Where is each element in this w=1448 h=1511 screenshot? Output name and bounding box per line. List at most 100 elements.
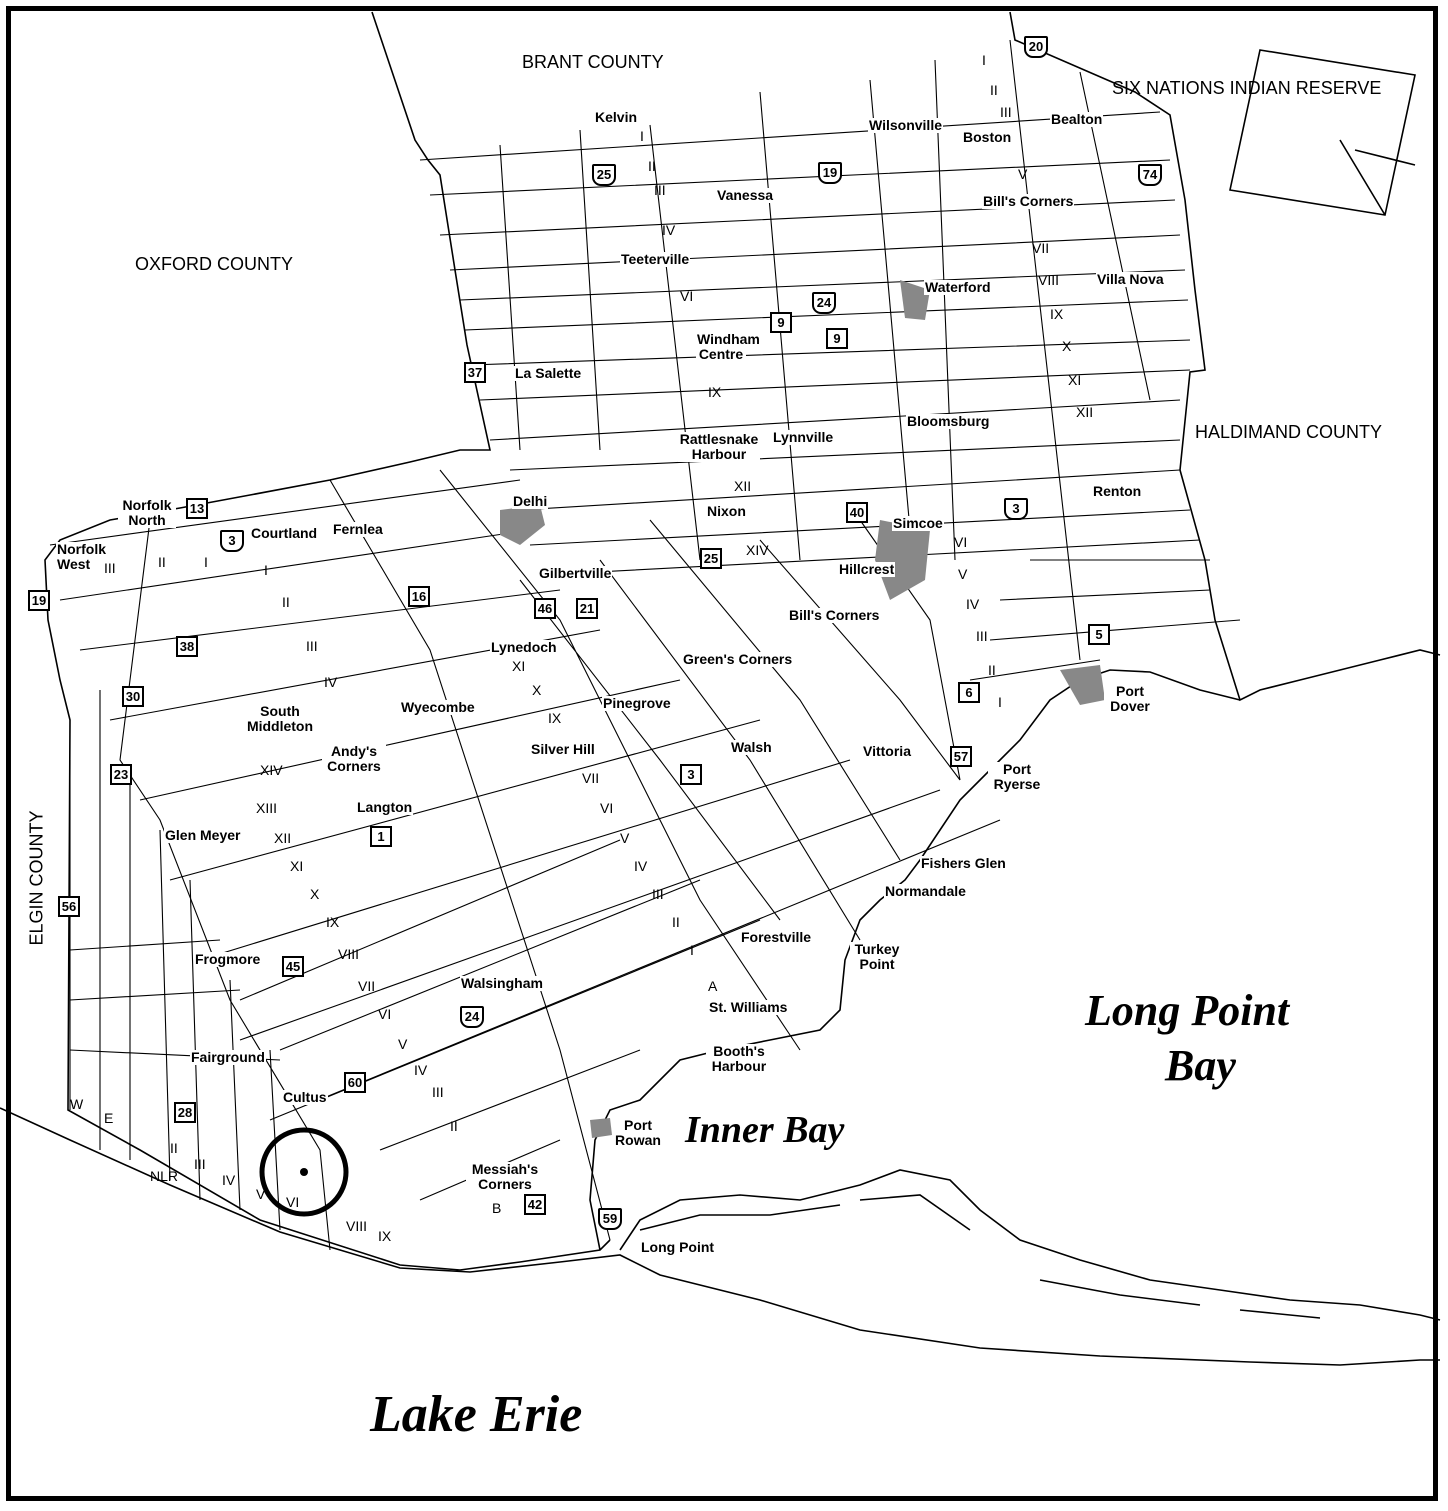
place-fairground: Fairground bbox=[190, 1049, 266, 1065]
highway-shield-6: 6 bbox=[958, 682, 980, 703]
concession-label: II bbox=[990, 82, 998, 98]
highway-shield-24-north: 24 bbox=[812, 292, 836, 314]
place-greens-corners: Green's Corners bbox=[682, 651, 794, 667]
place-waterford: Waterford bbox=[924, 279, 992, 295]
place-renton: Renton bbox=[1092, 483, 1143, 499]
highway-shield-45: 45 bbox=[282, 956, 304, 977]
place-walsingham: Walsingham bbox=[460, 975, 544, 991]
concession-label: B bbox=[492, 1200, 502, 1216]
concession-label: V bbox=[1018, 166, 1028, 182]
long-point-bay-label-line2: Bay bbox=[1165, 1041, 1236, 1090]
place-normandale: Normandale bbox=[884, 883, 967, 899]
concession-label: IV bbox=[662, 222, 676, 238]
highway-shield-3-east: 3 bbox=[1004, 498, 1028, 520]
place-lynedoch: Lynedoch bbox=[490, 639, 558, 655]
place-langton: Langton bbox=[356, 799, 414, 815]
place-fishers-glen: Fishers Glen bbox=[920, 855, 1007, 871]
concession-label: I bbox=[204, 554, 208, 570]
highway-shield-30: 30 bbox=[122, 686, 144, 707]
highway-shield-56: 56 bbox=[58, 896, 80, 917]
concession-label: VII bbox=[582, 770, 600, 786]
place-windham-centre: Windham Centre bbox=[696, 331, 760, 362]
place-port-dover: Port Dover bbox=[1104, 684, 1156, 714]
place-silver-hill: Silver Hill bbox=[530, 741, 596, 757]
concession-label: VII bbox=[1032, 240, 1050, 256]
concession-label: II bbox=[158, 554, 166, 570]
bay-shoreline bbox=[589, 669, 1241, 1251]
place-turkey-point: Turkey Point bbox=[850, 942, 904, 972]
place-kelvin: Kelvin bbox=[594, 109, 639, 125]
highway-shield-5: 5 bbox=[1088, 624, 1110, 645]
place-teeterville: Teeterville bbox=[620, 251, 691, 267]
inner-bay-label: Inner Bay bbox=[685, 1109, 845, 1151]
place-norfolk-north: Norfolk North bbox=[118, 498, 176, 528]
concession-label: XI bbox=[290, 858, 304, 874]
highway-shield-25-north: 25 bbox=[592, 164, 616, 186]
concession-label: IV bbox=[414, 1062, 428, 1078]
place-vanessa: Vanessa bbox=[716, 187, 775, 203]
place-st-williams: St. Williams bbox=[708, 999, 789, 1015]
place-long-point: Long Point bbox=[640, 1239, 716, 1255]
place-bills-corners-south: Bill's Corners bbox=[788, 607, 881, 623]
concession-label: VIII bbox=[1038, 272, 1060, 288]
place-rattlesnake-harbour: Rattlesnake Harbour bbox=[678, 431, 760, 462]
place-vittoria: Vittoria bbox=[862, 743, 912, 759]
place-messiahs-corners: Messiah's Corners bbox=[466, 1162, 544, 1192]
concession-label: III bbox=[432, 1084, 444, 1100]
highway-shield-19-west: 19 bbox=[28, 590, 50, 611]
concession-label: III bbox=[306, 638, 318, 654]
concession-label: III bbox=[652, 886, 664, 902]
highway-shield-21: 21 bbox=[576, 598, 598, 619]
highway-shield-57: 57 bbox=[950, 746, 972, 767]
elgin-county-label: ELGIN COUNTY bbox=[26, 810, 47, 946]
highway-shield-40: 40 bbox=[846, 502, 868, 523]
highway-shield-24-south: 24 bbox=[460, 1006, 484, 1028]
highway-shield-59: 59 bbox=[598, 1208, 622, 1230]
concession-label: II bbox=[450, 1118, 458, 1134]
concession-label: II bbox=[988, 662, 996, 678]
place-simcoe: Simcoe bbox=[892, 515, 944, 531]
concession-label: A bbox=[708, 978, 718, 994]
highway-shield-25-south: 25 bbox=[700, 548, 722, 569]
oxford-county-label: OXFORD COUNTY bbox=[135, 254, 294, 274]
concession-label: II bbox=[648, 158, 656, 174]
concession-label: IX bbox=[1050, 306, 1064, 322]
place-cultus: Cultus bbox=[282, 1089, 328, 1105]
highway-shield-42: 42 bbox=[524, 1194, 546, 1215]
highway-shield-13: 13 bbox=[186, 498, 208, 519]
concession-label: VI bbox=[378, 1006, 392, 1022]
highway-shield-38: 38 bbox=[176, 636, 198, 657]
highway-shield-37: 37 bbox=[464, 362, 486, 383]
concession-label: II bbox=[282, 594, 290, 610]
highway-shield-9-east: 9 bbox=[826, 328, 848, 349]
place-hillcrest: Hillcrest bbox=[838, 561, 896, 577]
county-boundary bbox=[44, 11, 611, 1271]
highway-shield-46: 46 bbox=[534, 598, 556, 619]
concession-label: E bbox=[104, 1110, 114, 1126]
concession-label: IX bbox=[326, 914, 340, 930]
highway-shield-9-west: 9 bbox=[770, 312, 792, 333]
concession-label: I bbox=[690, 942, 694, 958]
place-port-rowan: Port Rowan bbox=[612, 1118, 664, 1148]
concession-label: XIV bbox=[746, 542, 769, 558]
highway-shield-23: 23 bbox=[110, 764, 132, 785]
highway-shield-60: 60 bbox=[344, 1072, 366, 1093]
place-fernlea: Fernlea bbox=[332, 521, 384, 537]
concession-label: VI bbox=[680, 288, 694, 304]
concession-label: W bbox=[70, 1096, 84, 1112]
concession-label: XII bbox=[734, 478, 752, 494]
site-marker-circle bbox=[259, 1127, 349, 1217]
place-frogmore: Frogmore bbox=[194, 951, 262, 967]
concession-label: XIV bbox=[260, 762, 283, 778]
concession-label: II bbox=[672, 914, 680, 930]
place-south-middleton: South Middleton bbox=[240, 704, 320, 734]
concession-label: VI bbox=[954, 534, 968, 550]
six-nations-label: SIX NATIONS INDIAN RESERVE bbox=[1112, 78, 1382, 98]
place-boston: Boston bbox=[962, 129, 1013, 145]
concession-label: I bbox=[998, 694, 1002, 710]
highway-shield-74: 74 bbox=[1138, 164, 1162, 186]
concession-label: IX bbox=[708, 384, 722, 400]
concession-label: IV bbox=[222, 1172, 236, 1188]
concession-label: I bbox=[982, 52, 986, 68]
north-boundary bbox=[1009, 11, 1441, 702]
